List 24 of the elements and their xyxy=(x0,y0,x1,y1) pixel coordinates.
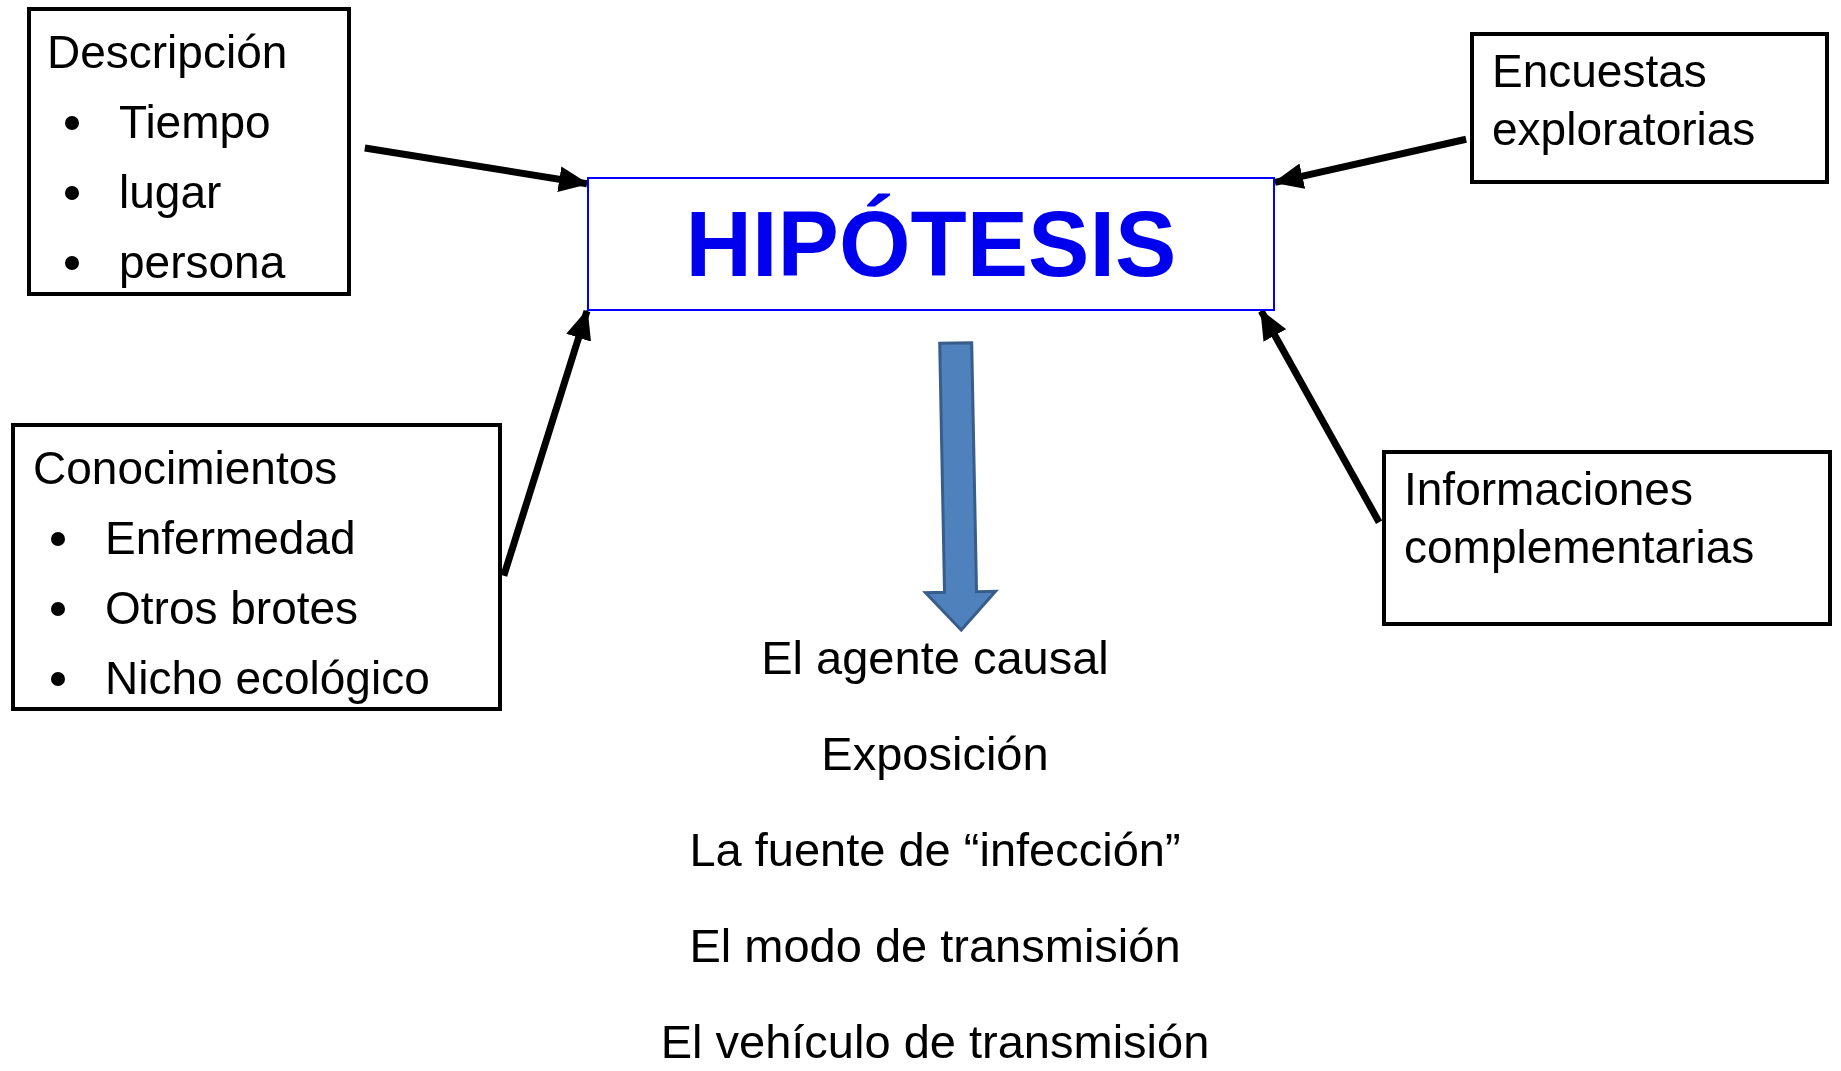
text-box xyxy=(11,423,502,711)
list-item-text: El vehículo de transmisión xyxy=(660,1014,1210,1070)
list-item-text: El agente causal xyxy=(761,630,1109,686)
bullet-text: Tiempo xyxy=(119,96,271,148)
box-heading: Descripción xyxy=(47,25,288,80)
bullet-text: persona xyxy=(119,236,286,288)
box-heading: Conocimientos xyxy=(33,441,338,496)
bullet-text: Enfermedad xyxy=(105,512,356,564)
list-item-text: El modo de transmisión xyxy=(689,918,1181,974)
bullet-text: Otros brotes xyxy=(105,582,359,634)
title-text: HIPÓTESIS xyxy=(685,191,1177,297)
list-item-text: Exposición xyxy=(821,726,1049,782)
block-arrow xyxy=(922,341,999,633)
list-item-text: La fuente de “infección” xyxy=(689,822,1181,878)
bullet-text: lugar xyxy=(119,166,222,218)
arrow xyxy=(1258,309,1383,524)
text-box xyxy=(1470,32,1829,184)
text-box xyxy=(1382,450,1832,626)
text-box xyxy=(27,7,351,296)
arrow xyxy=(364,144,589,193)
box-text: Informaciones complementarias xyxy=(1404,462,1756,575)
bullet-text: Nicho ecológico xyxy=(105,652,430,704)
box-text: Encuestas exploratorias xyxy=(1492,44,1757,157)
title-box xyxy=(587,177,1275,311)
